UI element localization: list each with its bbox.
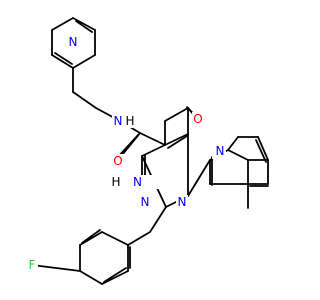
bond-line-26 <box>227 149 249 161</box>
double-bond-line-10 <box>81 229 101 244</box>
bond-line-6 <box>72 17 96 31</box>
pyridine-nitrogen: N <box>67 35 79 49</box>
double-bond-line-5 <box>167 135 188 149</box>
imino-group: H N <box>110 175 160 189</box>
double-bond-line-8 <box>255 139 267 163</box>
bond-line-32 <box>227 136 239 151</box>
double-bond-line-2 <box>75 20 93 33</box>
bond-line-42 <box>101 270 129 285</box>
amide-oxygen-label: O <box>113 154 122 168</box>
bond-line-38 <box>101 231 129 246</box>
bond-line-30 <box>257 136 269 161</box>
bond-line-44 <box>31 264 81 272</box>
ring-nitrogen-upper-label: N <box>216 144 225 158</box>
bond-line-14 <box>164 107 189 122</box>
bond-line-1 <box>51 17 74 31</box>
bond-line-12 <box>139 132 166 146</box>
atom-labels: N N H O O H N N N N <box>26 35 226 272</box>
bond-lines <box>31 17 269 285</box>
fluorine-atom: F <box>26 258 38 272</box>
bond-line-4 <box>72 54 96 69</box>
pyridine-nitrogen-label: N <box>69 35 78 49</box>
ring-nitrogen-upper: N <box>214 144 226 158</box>
bond-line-37 <box>127 231 151 246</box>
molecule-structure: N N H O O H N N N N <box>26 17 269 285</box>
bond-line-36 <box>149 206 167 233</box>
amide-oxygen: O <box>112 154 124 168</box>
amide-nh-group: N H <box>112 114 136 128</box>
bond-line-17 <box>164 133 189 146</box>
double-bond-line-1 <box>54 52 73 65</box>
imino-nitrogen-label: N <box>133 175 142 189</box>
ring-nitrogen-middle-label: N <box>178 195 187 209</box>
fluorine-label: F <box>29 258 36 272</box>
bond-line-18 <box>141 144 166 157</box>
ring-nitrogen-lower: N <box>139 195 151 209</box>
bond-line-3 <box>51 54 74 69</box>
ring-nitrogen-middle: N <box>176 195 188 209</box>
double-bond-line-11 <box>103 267 127 283</box>
amide-nitrogen-label: N <box>114 114 123 128</box>
ring-nitrogen-lower-label: N <box>141 195 150 209</box>
bond-line-23 <box>187 159 211 197</box>
bond-line-8 <box>72 91 97 109</box>
imino-hydrogen-label: H <box>111 175 120 189</box>
ketone-oxygen: O <box>192 112 204 126</box>
bond-line-41 <box>79 270 103 285</box>
amide-hydrogen-label: H <box>125 114 134 128</box>
ketone-oxygen-label: O <box>193 112 202 126</box>
